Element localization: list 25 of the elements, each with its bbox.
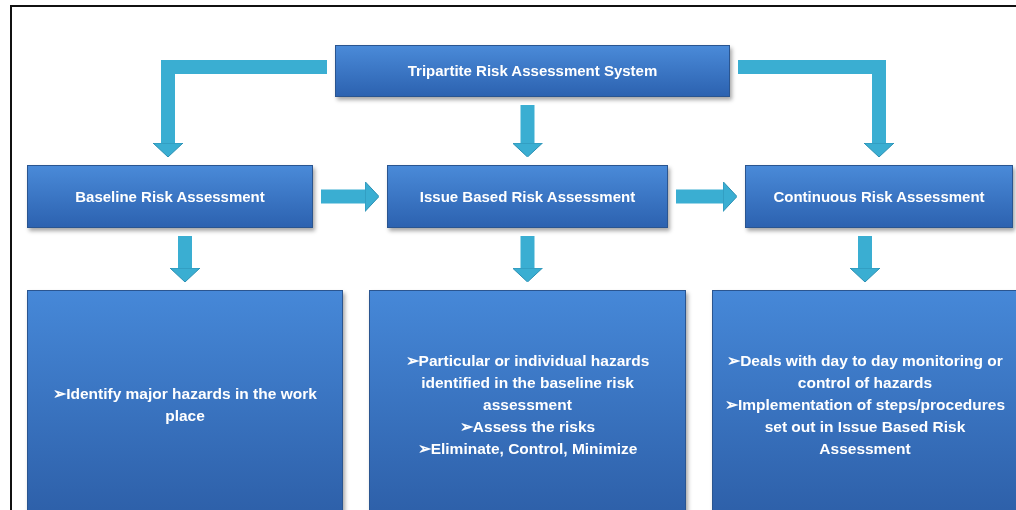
block-arrow bbox=[169, 236, 201, 283]
bullet-text: ➢Eliminate, Control, Minimize bbox=[417, 439, 638, 459]
block-arrow bbox=[849, 236, 881, 283]
block-arrow bbox=[321, 181, 380, 212]
block-arrow bbox=[512, 236, 543, 283]
block-arrow bbox=[512, 105, 543, 158]
process-box bbox=[335, 45, 730, 97]
bullet-text: ➢Deals with day to day monitoring or control of hazards bbox=[726, 351, 1004, 393]
process-box bbox=[27, 290, 343, 510]
bullet-text: ➢Identify major hazards in the work place bbox=[52, 384, 318, 426]
box-title: Tripartite Risk Assessment System bbox=[407, 61, 658, 81]
process-box bbox=[387, 165, 668, 228]
block-arrow bbox=[676, 181, 738, 212]
bullet-text: ➢Assess the risks bbox=[459, 417, 596, 437]
box-title: Issue Based Risk Assessment bbox=[419, 186, 636, 207]
process-box bbox=[745, 165, 1013, 228]
box-title: Continuous Risk Assessment bbox=[773, 186, 985, 207]
process-box bbox=[27, 165, 313, 228]
block-arrow bbox=[738, 60, 895, 158]
box-title: Baseline Risk Assessment bbox=[75, 186, 265, 207]
process-box bbox=[369, 290, 686, 510]
bullet-text: ➢Particular or individual hazards identified in the baseline risk assessment bbox=[404, 351, 651, 415]
bullet-text: ➢Implementation of steps/procedures set out in Issue Based Risk Assessment bbox=[724, 395, 1006, 459]
process-box bbox=[712, 290, 1016, 510]
block-arrow bbox=[152, 60, 327, 158]
